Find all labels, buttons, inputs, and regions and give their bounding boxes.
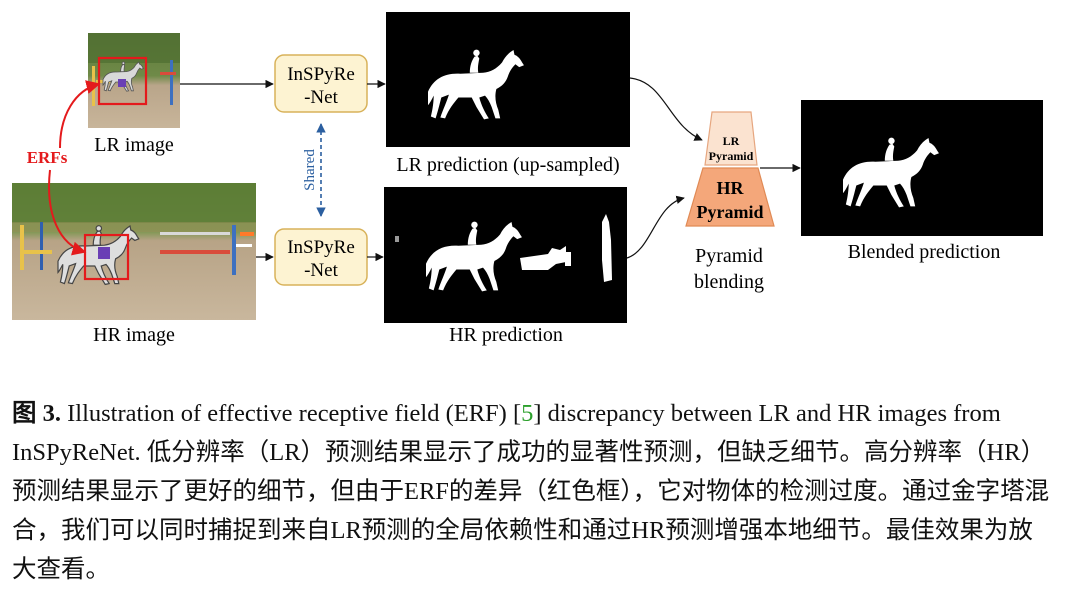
lr-pyramid: LR Pyramid xyxy=(704,111,758,166)
blended-prediction-map xyxy=(801,100,1043,236)
hr-image-label: HR image xyxy=(93,324,175,346)
blended-prediction-label: Blended prediction xyxy=(848,241,1001,263)
pyramid-blending-line1: Pyramid xyxy=(695,245,763,267)
inspyrenet-lr-block: InSPyRe -Net xyxy=(274,54,368,113)
caption-text-rest: ] discrepancy between LR and HR images f… xyxy=(12,400,1050,583)
net-hr-line2: -Net xyxy=(304,260,338,281)
net-hr-line1: InSPyRe xyxy=(287,237,355,258)
hr-pyramid-line2: Pyramid xyxy=(697,202,764,222)
lr-image-label: LR image xyxy=(94,134,174,156)
pyramid-blending-line2: blending xyxy=(694,271,764,293)
caption-text-start: Illustration of effective receptive fiel… xyxy=(61,400,522,427)
shared-label: Shared xyxy=(302,149,318,191)
net-lr-line2: -Net xyxy=(304,87,338,108)
lr-pyramid-line2: Pyramid xyxy=(709,149,754,163)
caption-reference-link[interactable]: 5 xyxy=(521,400,534,427)
caption-figure-label: 图 3. xyxy=(12,400,61,427)
erfs-arrow-to-hr xyxy=(48,169,87,256)
net-lr-line1: InSPyRe xyxy=(287,64,355,85)
hr-erf-box xyxy=(83,233,130,281)
inspyrenet-hr-block: InSPyRe -Net xyxy=(274,228,368,286)
lr-prediction-map xyxy=(386,12,630,147)
hr-pred-to-pyramid-arrow xyxy=(626,195,685,259)
lr-pyramid-line1: LR xyxy=(723,134,740,148)
lr-prediction-label: LR prediction (up-sampled) xyxy=(396,154,619,176)
erfs-arrow-to-lr xyxy=(59,80,101,149)
hr-pyramid: HR Pyramid xyxy=(685,167,775,227)
hr-input-image xyxy=(12,183,256,320)
hr-prediction-map xyxy=(384,187,627,323)
hr-prediction-label: HR prediction xyxy=(449,324,563,346)
erfs-label: ERFs xyxy=(27,148,68,167)
hr-pyramid-line1: HR xyxy=(717,178,745,198)
lr-input-image xyxy=(88,33,180,128)
lr-pred-to-pyramid-arrow xyxy=(629,77,703,141)
figure-caption: 图 3. Illustration of effective receptive… xyxy=(12,394,1056,589)
